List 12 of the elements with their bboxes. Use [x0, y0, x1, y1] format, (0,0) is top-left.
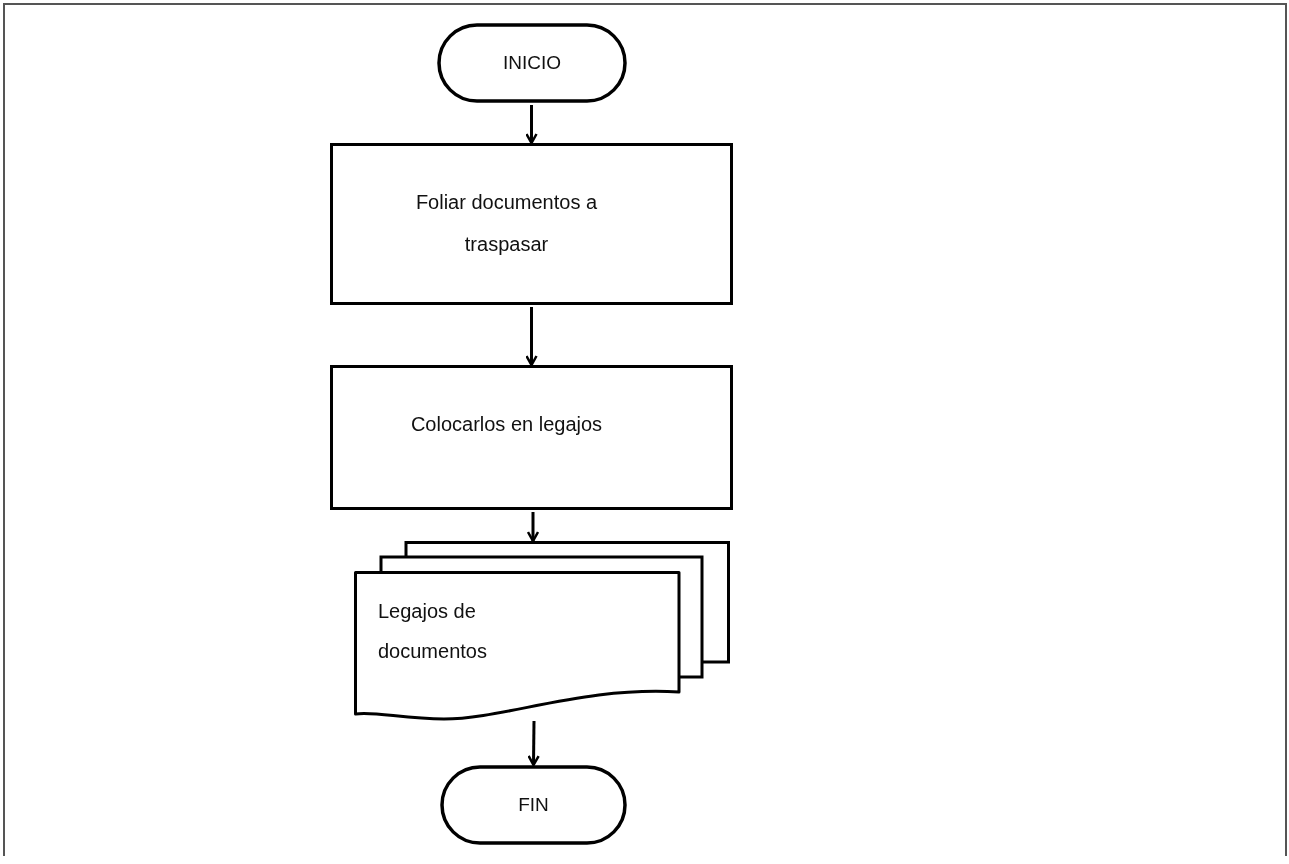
- process-box: [330, 365, 733, 510]
- multi-document-shape: [354, 541, 730, 721]
- node-text: FIN: [518, 792, 549, 817]
- process-box: [330, 143, 733, 305]
- arrow: [525, 105, 538, 145]
- arrow: [525, 307, 538, 367]
- node-text: Foliar documentos a traspasar: [414, 190, 599, 257]
- arrow: [527, 721, 540, 767]
- arrow: [526, 512, 540, 543]
- node-text: Colocarlos en legajos: [410, 412, 603, 437]
- node-text: INICIO: [502, 50, 562, 75]
- node-text: Legajos de documentos: [378, 599, 488, 664]
